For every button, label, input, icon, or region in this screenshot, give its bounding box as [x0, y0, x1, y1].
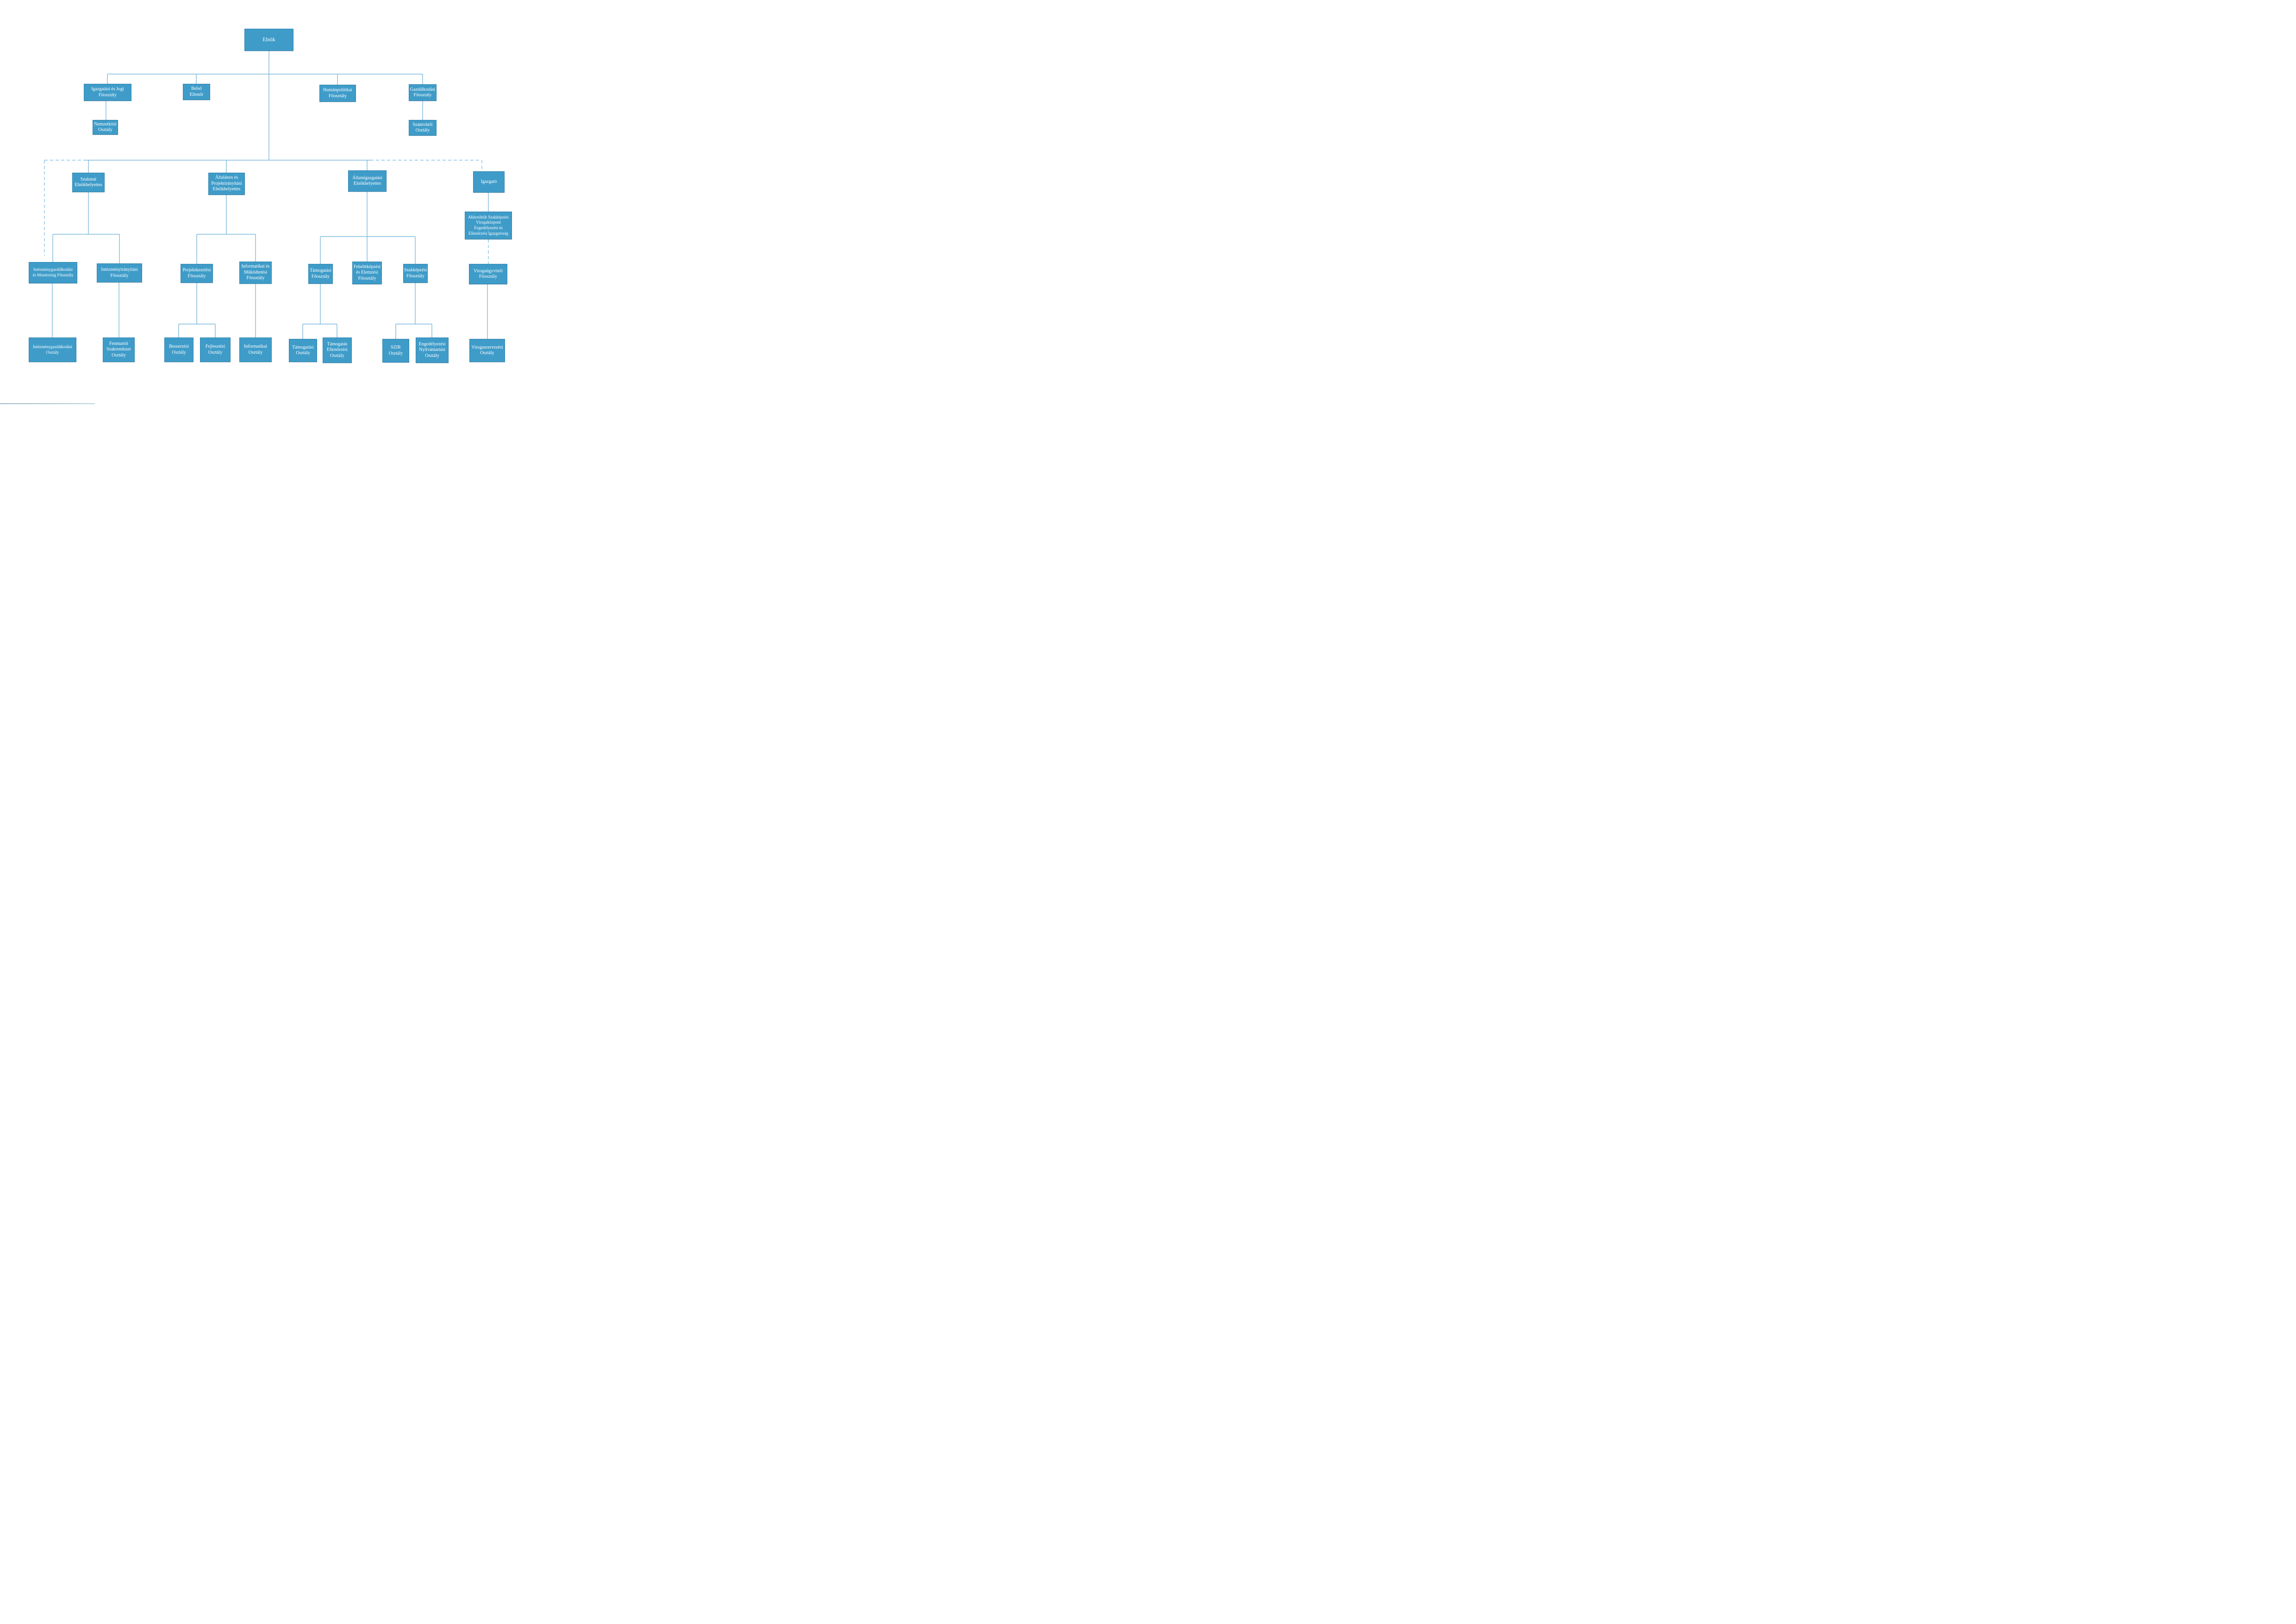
- org-node-szir-osztaly: SZIR Osztály: [382, 339, 409, 362]
- org-node-igazgatasi-jogi: Igazgatási és Jogi Főosztály: [84, 84, 131, 101]
- org-node-elnok: Elnök: [244, 29, 293, 51]
- org-node-allamigazgatasi-elnokhelyettes: Államigazgatási Elnökhelyettes: [348, 170, 387, 192]
- org-node-fenntartoi-szakrendszer-osztaly: Fenntartói Szakrendszer Osztály: [103, 337, 135, 362]
- org-node-tamogatas-ellenorzesi-osztaly: Támogatás Ellenőrzési Osztály: [323, 337, 352, 363]
- org-node-engedelyezesi-nyilvantartasi-osztaly: Engedélyezési Nyilvántartási Osztály: [416, 337, 449, 363]
- org-node-vizsgaugyviteli-foosztaly: Vizsgaügyviteli Főosztály: [469, 264, 507, 284]
- org-node-felnottkepzesi-elemzesi-foosztaly: Felnőttképzési és Elemzési Főosztály: [352, 262, 382, 284]
- org-node-gazdalkodasi: Gazdálkodási Főosztály: [409, 84, 437, 101]
- org-node-szakmai-elnokhelyettes: Szakmai Elnökhelyettes: [72, 173, 105, 192]
- org-node-beszerzesi-osztaly: Beszerzési Osztály: [164, 337, 193, 362]
- org-node-belso-ellenor: Belső Ellenőr: [183, 84, 210, 100]
- org-node-informatikai-mukodtetesi-foosztaly: Informatikai és Működtetési Főosztály: [239, 262, 272, 284]
- scan-edge-artifact: [0, 403, 95, 404]
- org-node-akkreditalt-vizsgakozpont-igazgatosag: Akkreditált Szakképzési Vizsgaközpont En…: [465, 212, 512, 239]
- org-node-informatikai-osztaly: Informatikai Osztály: [239, 337, 272, 362]
- org-node-nemzetkozi: Nemzetközi Osztály: [93, 120, 118, 135]
- org-node-vizsgaszervezesi-osztaly: Vizsgaszervezési Osztály: [469, 339, 505, 362]
- org-node-intezmenyiranyitasi-foosztaly: Intézményirányítási Főosztály: [97, 263, 142, 282]
- org-node-tamogatasi-osztaly: Támogatási Osztály: [289, 339, 317, 362]
- org-node-humanpolitikai: Humánpolitikai Főosztály: [319, 85, 356, 102]
- org-node-fejlesztesi-osztaly: Fejlesztési Osztály: [200, 337, 231, 362]
- org-node-tamogatasi-foosztaly: Támogatási Főosztály: [308, 264, 333, 284]
- org-node-intezmenygazdalkodasi-osztaly: Intézménygazdálkodási Osztály: [29, 337, 76, 362]
- org-chart: Elnök Igazgatási és Jogi Főosztály Belső…: [0, 0, 574, 406]
- org-node-projektkezelesi-foosztaly: Projektkezelési Főosztály: [181, 264, 213, 283]
- org-node-szakkepzesi-foosztaly: Szakképzési Főosztály: [403, 264, 428, 283]
- org-node-altalanos-projektiranyitasi-elnokhelyettes: Általános és Projektirányítási Elnökhely…: [208, 173, 245, 195]
- org-node-igazgato: Igazgató: [473, 171, 505, 193]
- org-node-intezmenygazdalkodasi-monitoring-foosztaly: Intézménygazdálkodási és Monitoring Főos…: [29, 262, 77, 283]
- org-node-szamviteli: Számviteli Osztály: [409, 120, 437, 136]
